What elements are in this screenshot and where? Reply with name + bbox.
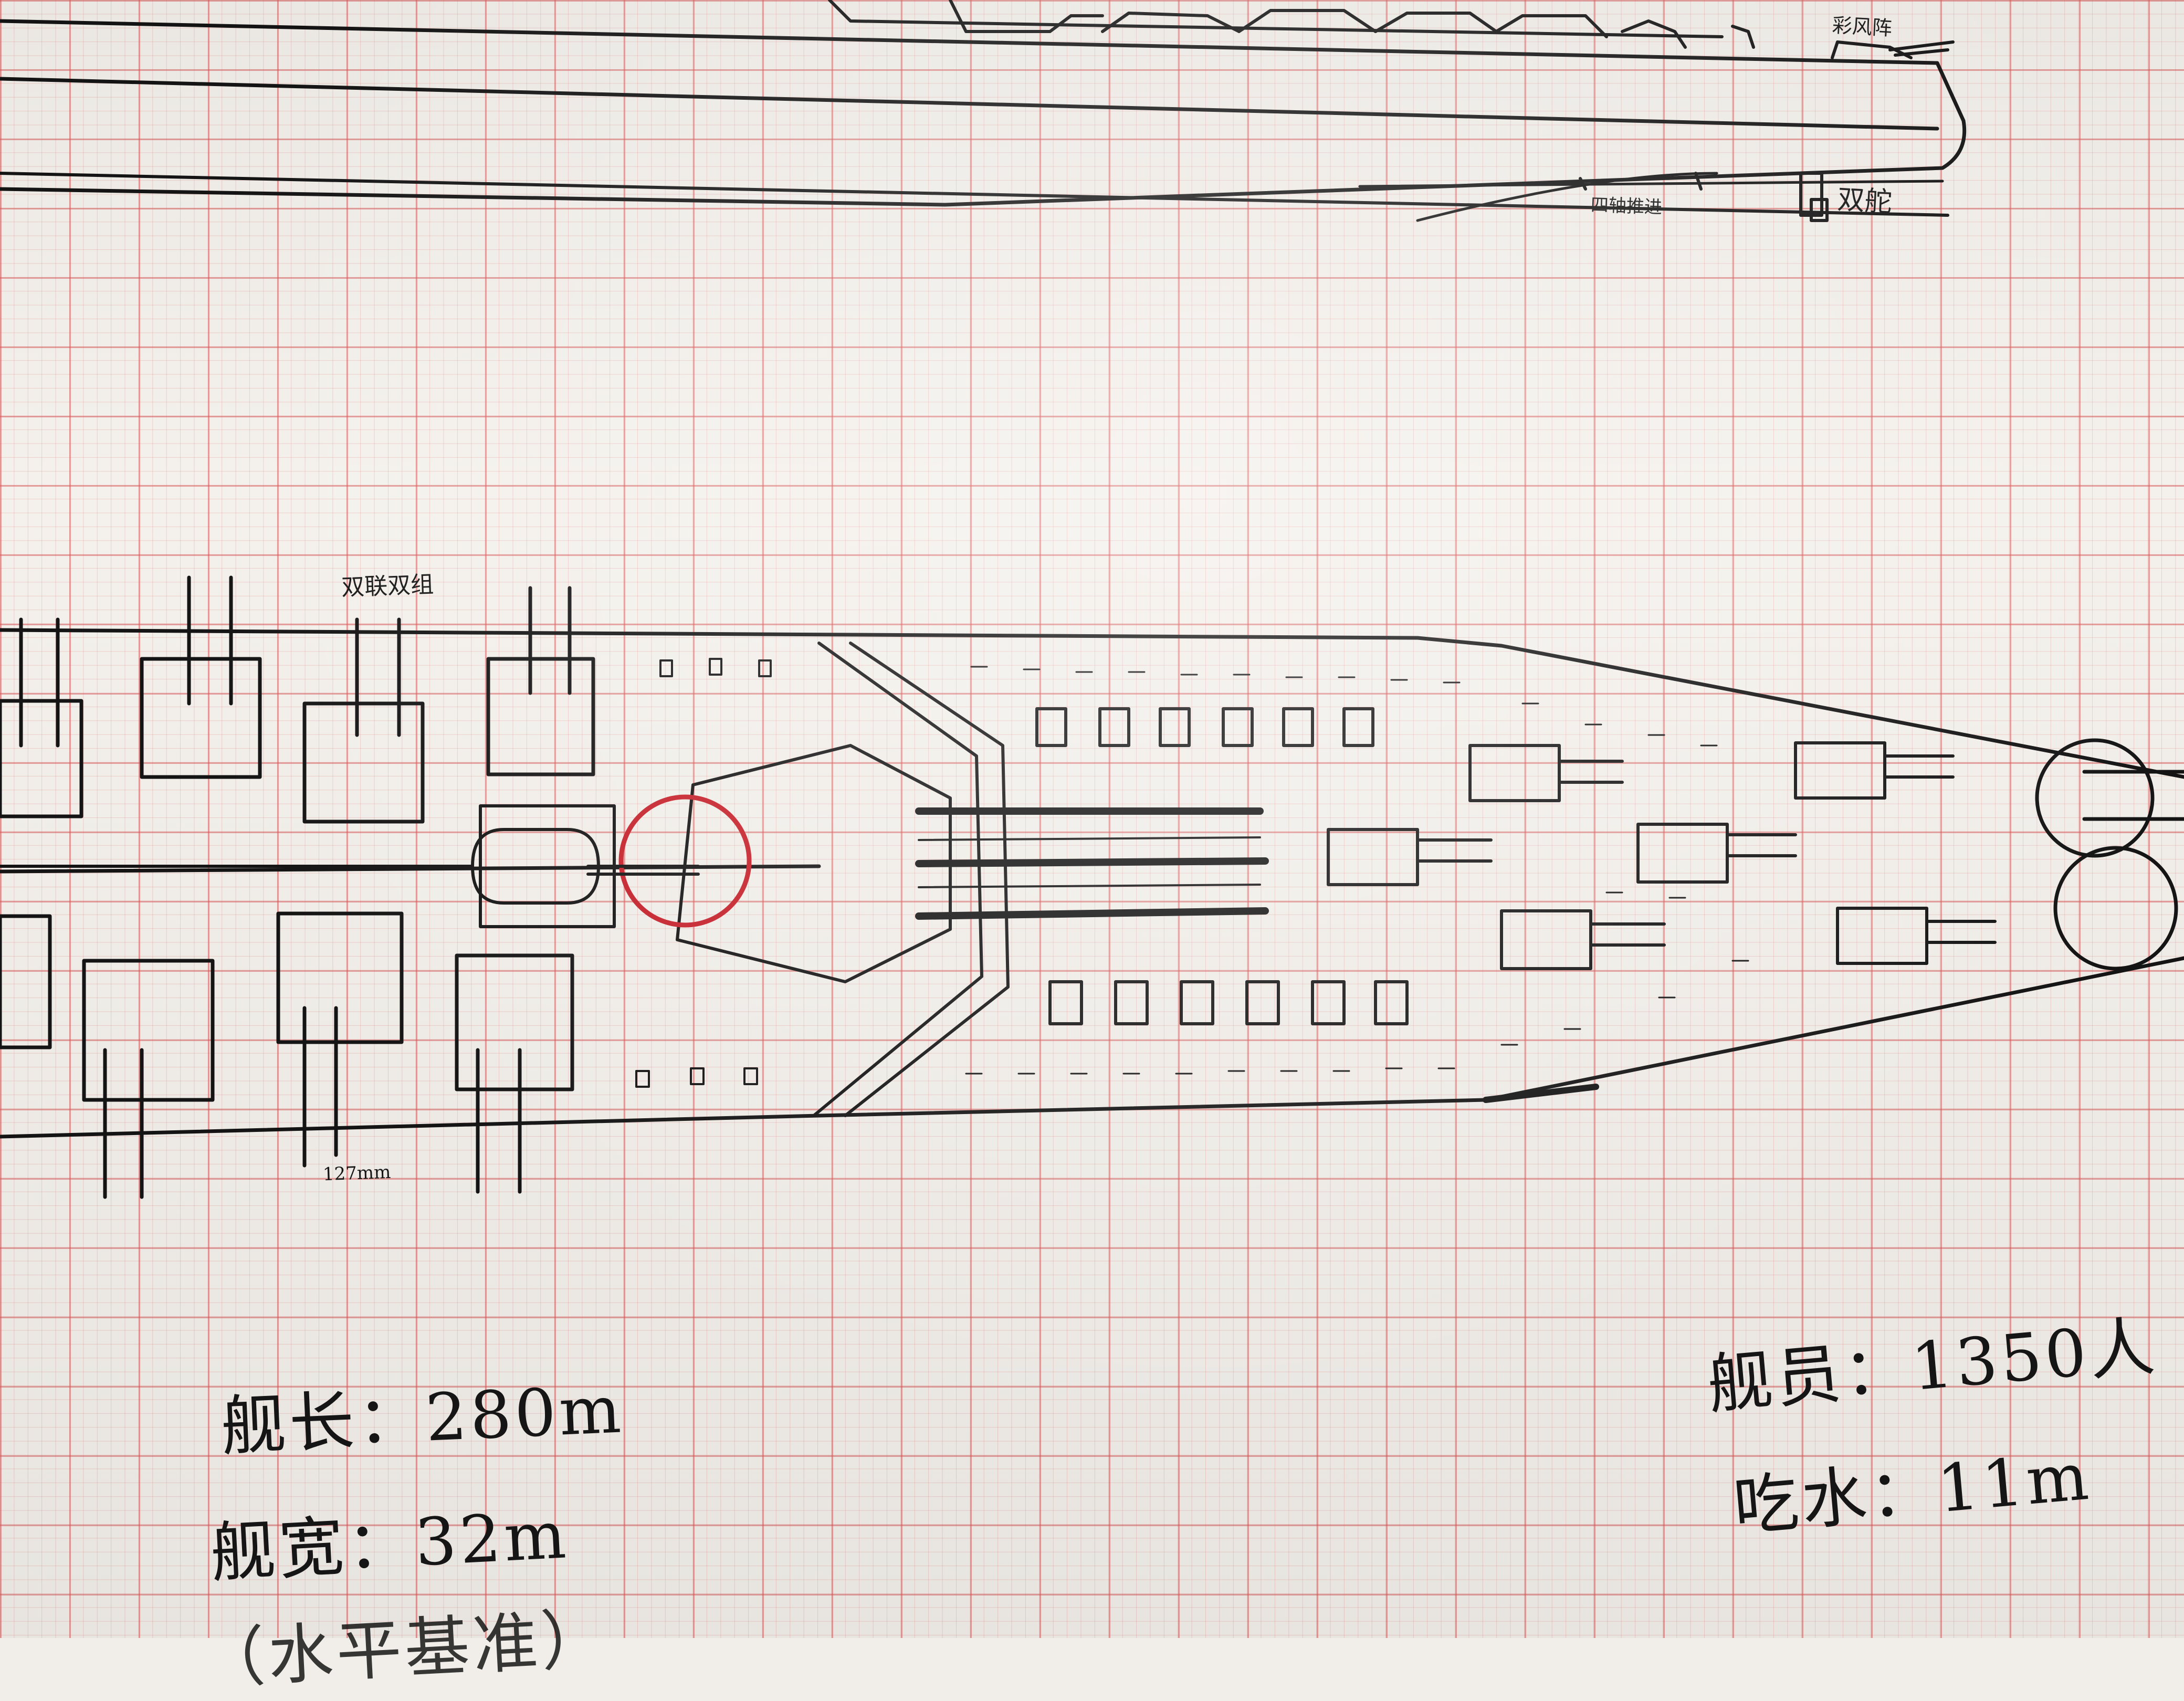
bow-circles: [2035, 738, 2184, 971]
annotation-top-right: 彩风阵: [1831, 14, 1893, 40]
angled-deck-lines: [812, 642, 1010, 1117]
deck-aircraft-top-row: [1035, 707, 1374, 747]
annotation-rudder: 双舵: [1836, 184, 1893, 218]
catapult-lines: [915, 807, 1269, 920]
annotation-twin-mount: 双联双组: [341, 571, 434, 602]
superstructure-profile: [828, 0, 1955, 59]
spec-beam: 舰宽：32m: [208, 1497, 571, 1592]
catapult-guides: [918, 836, 1261, 888]
annotation-propulsion: 四轴推进: [1590, 194, 1663, 218]
marker-gun-barrels: [586, 865, 700, 876]
graph-paper-background: [0, 0, 2184, 1638]
annotation-gun-caliber: 127mm: [322, 1161, 392, 1185]
hull-side-profile: [0, 19, 1967, 222]
rudder-and-shafts: [1579, 172, 1829, 222]
deck-dash-markings: [965, 666, 1749, 1075]
spec-length: 舰长：280m: [219, 1372, 626, 1465]
small-aa-mounts: [635, 658, 772, 1088]
deck-aircraft-bottom-row: [1048, 980, 1409, 1025]
twin-gun-mounts: [0, 575, 595, 1199]
deck-outline: [0, 628, 2184, 1139]
forward-gun-mounts: [1327, 741, 1997, 970]
island-hexagon: [676, 744, 952, 983]
ship-drawing: [0, 0, 2184, 1199]
red-marker-circle: [618, 794, 752, 928]
main-turret: [0, 804, 616, 928]
